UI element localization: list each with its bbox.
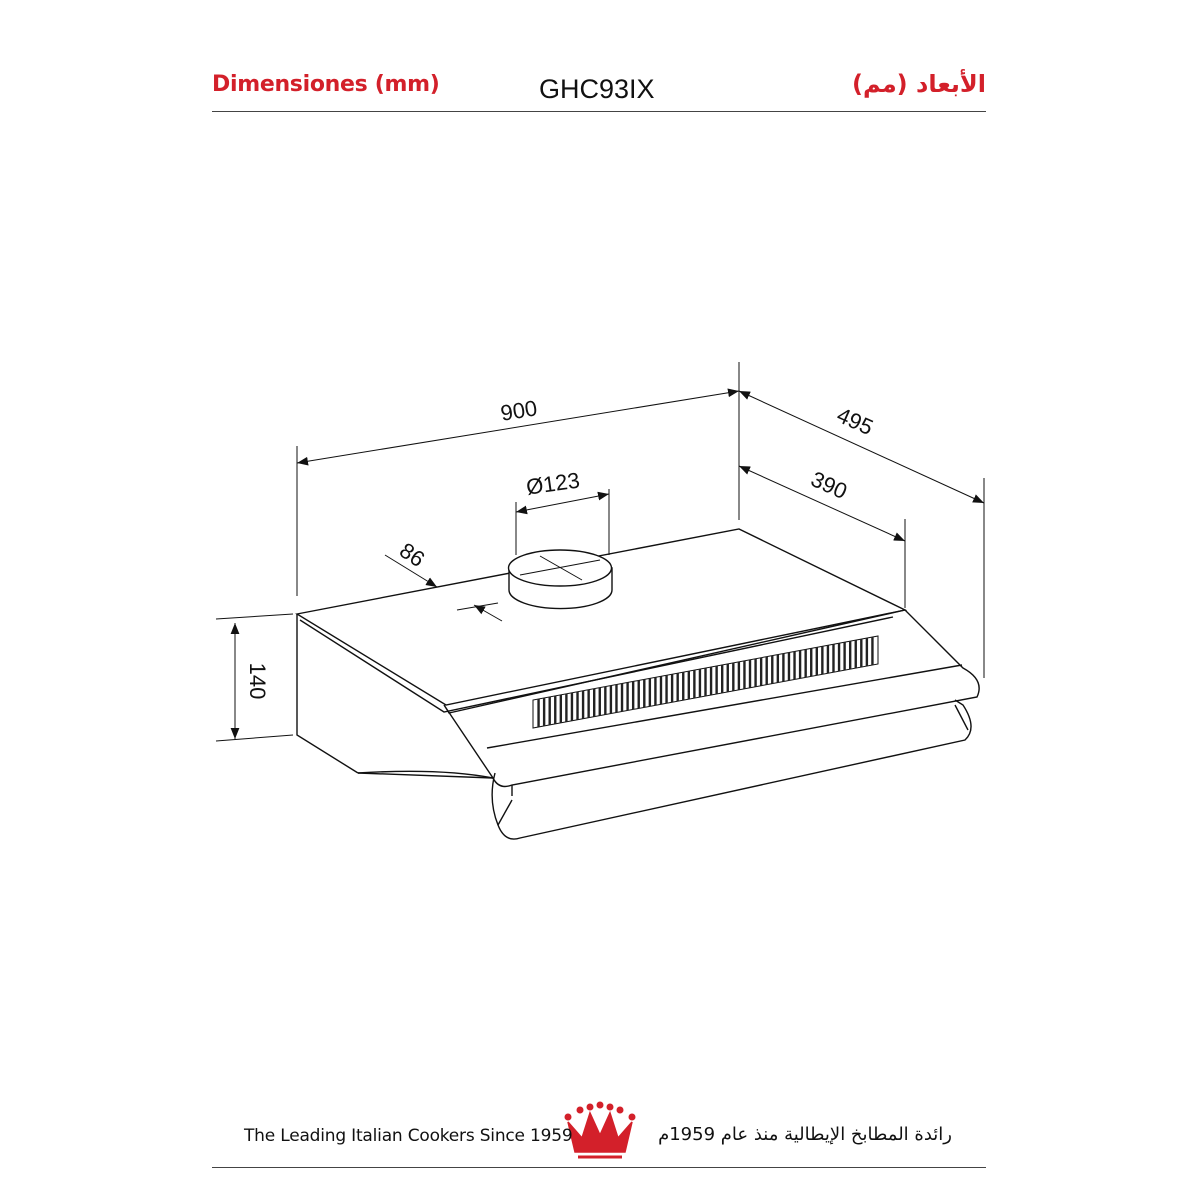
hood-top-step: [299, 616, 894, 713]
hood-lower-curve: [357, 770, 494, 779]
dimension-width-line: [296, 388, 740, 466]
label-depth-inner: 390: [807, 466, 851, 504]
extension-line-height-top: [215, 613, 294, 620]
dimension-lines: [215, 362, 985, 742]
title-spanish: Dimensiones (mm): [212, 72, 440, 97]
hood-visor-inner: [497, 799, 513, 826]
header-divider: [212, 111, 986, 112]
label-height: 140: [245, 663, 270, 700]
hood-front-band: [486, 664, 963, 749]
label-depth-total: 495: [833, 402, 877, 440]
model-number: GHC93IX: [539, 74, 655, 104]
dimension-offset-arrow-out: [473, 604, 503, 622]
label-width: 900: [499, 395, 539, 425]
hood-left-face: [296, 614, 359, 774]
extension-line-height-bottom: [215, 734, 294, 742]
exhaust-outlet: [507, 549, 613, 610]
title-arabic: الأبعاد (مم): [852, 70, 986, 98]
footer-divider: [212, 1167, 986, 1168]
hood-lower-edge-left: [357, 772, 494, 779]
hood-visor-right: [954, 704, 969, 731]
label-outlet-offset: 86: [395, 538, 429, 572]
hood-front-panel: [443, 609, 980, 788]
page-header: Dimensiones (mm) GHC93IX الأبعاد (مم): [212, 60, 986, 112]
crown-icon: [564, 1101, 636, 1159]
label-outlet-diameter: Ø123: [525, 467, 582, 499]
dimension-depth-inner-line: [738, 465, 906, 542]
footer-tagline-arabic: رائدة المطابخ الإيطالية منذ عام 1959م: [658, 1124, 952, 1145]
dimension-offset-arrow-in: [384, 554, 438, 588]
hood-vent-grille: [532, 635, 879, 729]
hood-body: [295, 528, 980, 840]
hood-visor: [491, 699, 972, 840]
dimension-depth-total-line: [738, 390, 985, 504]
dimension-diameter-line: [515, 491, 610, 515]
footer-tagline-english: The Leading Italian Cookers Since 1959: [244, 1126, 573, 1146]
